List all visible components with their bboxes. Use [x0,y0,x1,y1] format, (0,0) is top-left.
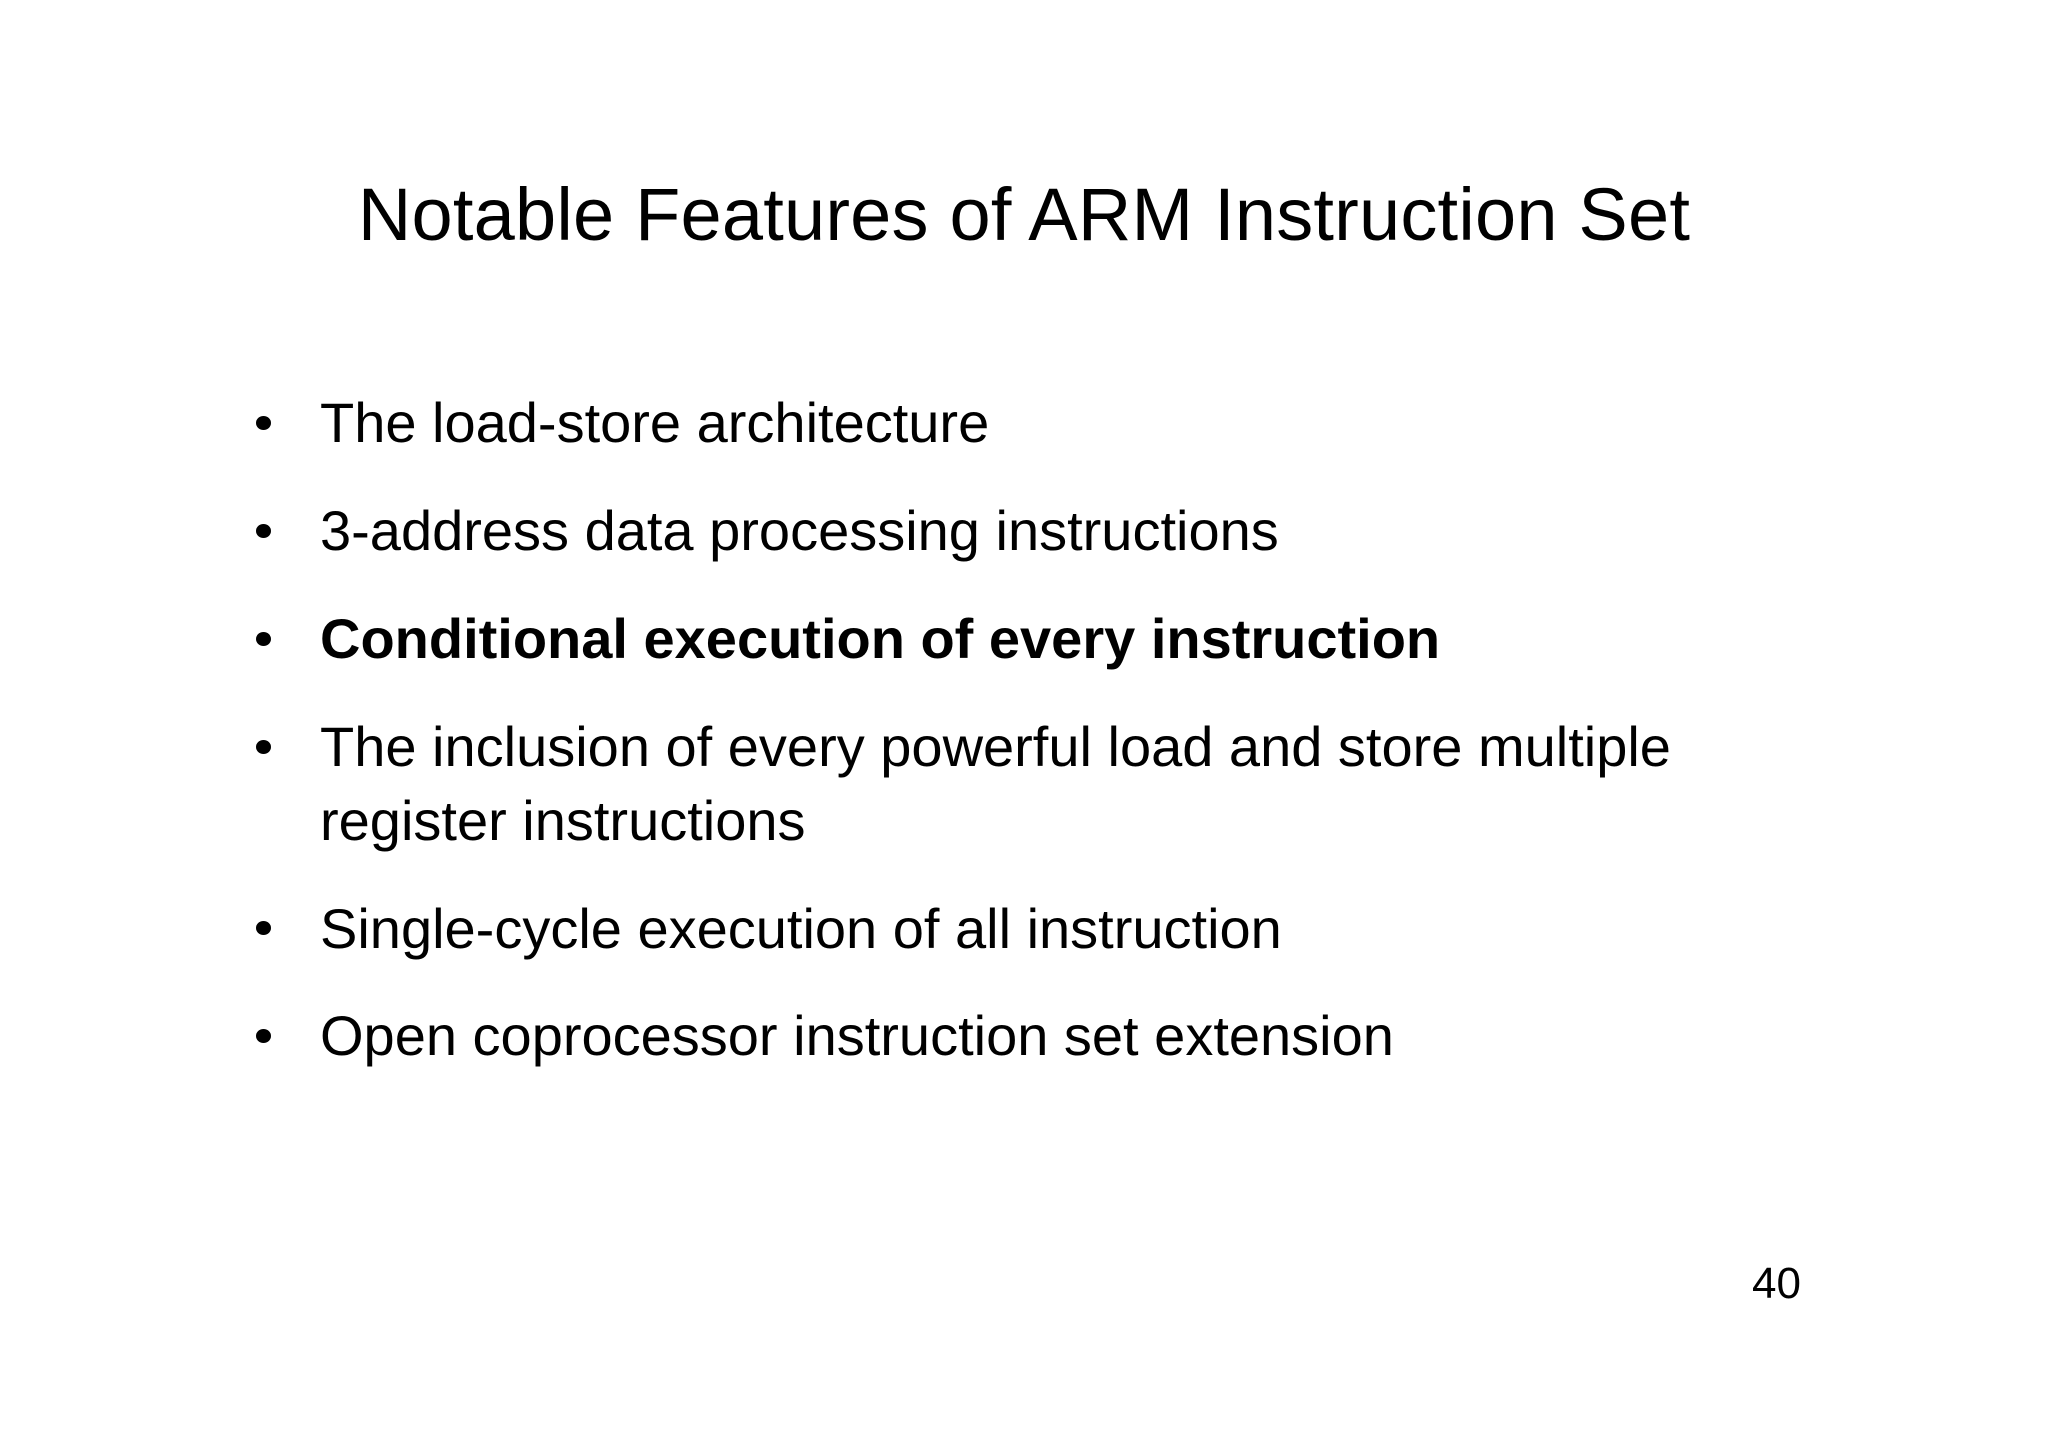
page-title: Notable Features of ARM Instruction Set [357,173,1691,256]
list-item: Single-cycle execution of all instructio… [248,892,1788,966]
bullet-list: The load-store architecture 3-address da… [248,386,1788,1073]
list-item-highlighted: Conditional execution of every instructi… [248,602,1788,676]
bullet-point-icon [256,386,276,460]
list-item-label: Conditional execution of every instructi… [320,606,1441,670]
bullet-point-icon [256,710,276,784]
list-item: 3-address data processing instructions [248,494,1788,568]
page-number: 40 [1752,1259,1801,1308]
bullet-point-icon [256,494,276,568]
list-item: The load-store architecture [248,386,1788,460]
list-item-label: Single-cycle execution of all instructio… [320,896,1282,960]
bullet-point-icon [256,602,276,676]
list-item-label: The inclusion of every powerful load and… [320,714,1671,852]
list-item: Open coprocessor instruction set extensi… [248,999,1788,1073]
bullet-point-icon [256,999,276,1073]
list-item-label: The load-store architecture [320,391,990,454]
list-item: The inclusion of every powerful load and… [248,710,1788,858]
bullet-point-icon [256,892,276,966]
list-item-label: 3-address data processing instructions [320,498,1279,562]
list-item-label: Open coprocessor instruction set extensi… [320,1004,1394,1068]
